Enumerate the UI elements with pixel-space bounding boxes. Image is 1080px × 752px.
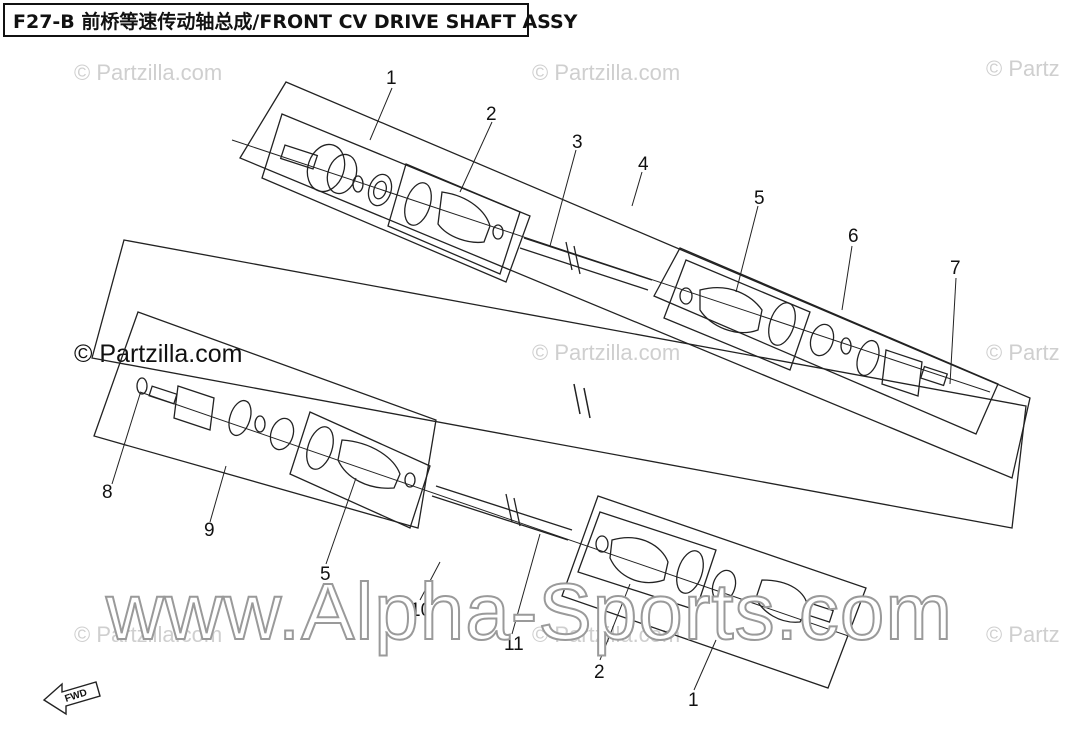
- callout-11: 11: [504, 634, 524, 655]
- small-clamp-icon: [679, 287, 693, 305]
- callout-1-top: 1: [386, 68, 397, 89]
- leader-line: [511, 533, 541, 635]
- diagram-title: F27-B 前桥等速传动轴总成/FRONT CV DRIVE SHAFT ASS…: [3, 3, 577, 37]
- callout-8: 8: [102, 482, 113, 503]
- callout-7: 7: [950, 258, 961, 279]
- o-ring-icon: [228, 399, 252, 437]
- callout-9: 9: [204, 520, 215, 541]
- callout-1-bottom: 1: [688, 690, 699, 711]
- outline-item-2-top: [387, 163, 521, 275]
- outline-item-5-top: [663, 259, 811, 371]
- boot-clamp-bottom: [306, 426, 334, 470]
- leader-line: [111, 393, 141, 485]
- small-clamp-icon: [404, 472, 416, 488]
- callout-2-top: 2: [486, 104, 497, 125]
- watermark-text: © Partz: [986, 622, 1060, 647]
- snap-ring-icon: [136, 377, 148, 395]
- snap-ring-icon: [352, 175, 364, 193]
- cv-cage-outer: [711, 569, 737, 603]
- callout-2-bottom: 2: [594, 662, 605, 683]
- callout-10: 10: [410, 600, 431, 621]
- leader-line: [599, 583, 631, 661]
- callout-6: 6: [848, 226, 859, 247]
- outer-cv-joint-top: [279, 143, 358, 195]
- o-ring-icon: [856, 339, 880, 377]
- cv-cage-bottom: [269, 417, 295, 451]
- watermark-text: © Partzilla.com: [74, 622, 223, 647]
- callout-3: 3: [572, 132, 583, 153]
- leader-line: [549, 149, 577, 247]
- site-watermark: www.Alpha-Sports.com: [105, 566, 953, 657]
- snap-ring-icon: [840, 337, 852, 355]
- outline-item-2-bottom: [577, 511, 717, 611]
- outline-item-4: [239, 81, 1031, 479]
- leader-line: [949, 277, 957, 385]
- drive-shaft-bottom: [431, 485, 573, 541]
- leader-line: [459, 121, 493, 193]
- watermark-text: © Partzilla.com: [74, 60, 223, 85]
- outline-item-1-bottom: [561, 495, 867, 689]
- outer-stub-shaft: [802, 601, 834, 623]
- drive-shaft-top: [519, 237, 653, 291]
- leader-line: [369, 87, 393, 141]
- callout-4: 4: [638, 154, 649, 175]
- cv-boot-bottom: [337, 439, 401, 489]
- cv-boot-top: [437, 191, 491, 244]
- inner-stub-shaft-bottom: [148, 385, 178, 405]
- small-clamp-icon: [492, 224, 504, 240]
- boot-clamp-inner: [768, 302, 796, 346]
- inner-cv-joint-bottom: [173, 385, 215, 431]
- leader-line: [325, 477, 357, 565]
- cv-boot-inner-top: [699, 287, 763, 334]
- watermark-text: © Partzilla.com: [532, 340, 681, 365]
- watermark-text: © Partzilla.com: [532, 60, 681, 85]
- boot-clamp-top: [404, 182, 432, 226]
- leader-line: [419, 561, 441, 601]
- outline-item-6: [653, 247, 999, 435]
- callout-5-top: 5: [754, 188, 765, 209]
- watermark-text: © Partz: [986, 340, 1060, 365]
- cv-cage-inner: [809, 323, 835, 357]
- watermark-text: © Partzilla.com: [532, 622, 681, 647]
- leader-line: [631, 171, 643, 207]
- cv-boot-outer-bottom: [609, 537, 669, 584]
- fwd-arrow-icon: [42, 681, 101, 716]
- outline-item-5-bottom: [289, 411, 431, 529]
- axis-line: [139, 391, 861, 641]
- leader-line: [209, 465, 227, 523]
- small-clamp-icon: [595, 535, 609, 553]
- outline-item-10: [91, 239, 1027, 529]
- leader-line: [693, 639, 717, 691]
- leader-line: [841, 245, 853, 311]
- watermark-text-dark: © Partzilla.com: [74, 340, 243, 368]
- snap-ring-icon: [254, 415, 266, 433]
- inner-cv-joint: [881, 349, 923, 397]
- leader-line: [735, 205, 759, 293]
- break-mark: [573, 383, 581, 415]
- outline-item-9: [93, 311, 437, 529]
- break-mark: [583, 387, 591, 419]
- watermark-text: © Partz: [986, 56, 1060, 81]
- callout-5-bottom: 5: [320, 564, 331, 585]
- inner-stub-shaft: [919, 365, 949, 387]
- outer-cv-joint-bottom: [755, 579, 809, 623]
- boot-clamp-outer: [676, 550, 704, 594]
- cv-cage-top: [367, 173, 393, 207]
